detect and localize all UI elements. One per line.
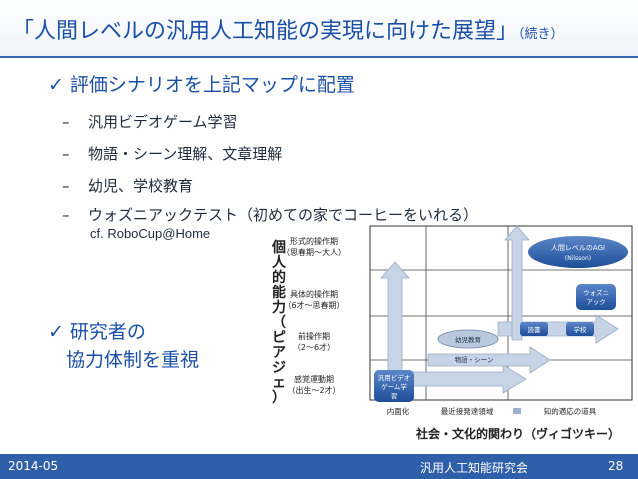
footer: 2014-05 汎用人工知能研究会 28 <box>0 454 638 479</box>
infant-education-oval <box>437 329 499 349</box>
y-axis-title-char: 人 <box>272 254 287 271</box>
subitem-video-game: –汎用ビデオゲーム学習 <box>62 111 238 132</box>
subitem-text: 汎用ビデオゲーム学習 <box>88 113 238 131</box>
school-box <box>566 322 594 336</box>
y-level-sensorimotor-2: （出生〜2才） <box>287 385 340 395</box>
agi-label-2: (Nilsson) <box>565 255 591 262</box>
title-suffix: （続き） <box>518 27 564 42</box>
check-icon: ✓ <box>48 74 64 96</box>
video-game-label-2: ゲーム学 <box>381 382 407 391</box>
wozniak-label-2: アック <box>586 298 606 306</box>
y-axis-title-char: ピ <box>272 330 286 346</box>
arrow-up-left <box>380 261 410 373</box>
y-axis-title-char: ジ <box>272 360 286 376</box>
title-bar: 「人間レベルの汎用人工知能の実現に向けた展望」（続き） <box>0 0 638 58</box>
subitem-text: ウォズニアックテスト（初めての家でコーヒーをいれる） <box>88 206 479 224</box>
tools-legend-swatch <box>513 408 521 414</box>
dash-icon: – <box>62 113 70 131</box>
x-level-zpd: 最近接発達領域 <box>441 406 494 416</box>
footer-org: 汎用人工知能研究会 <box>420 461 529 475</box>
dash-icon: – <box>62 145 70 163</box>
y-axis-title: 個人的能力（ピアジェ） <box>271 239 287 406</box>
infant-education-label: 幼児教育 <box>455 335 482 344</box>
bullet-collaboration: ✓研究者の 協力体制を重視 <box>48 318 199 374</box>
y-level-sensorimotor-1: 感覚運動期 <box>294 374 334 384</box>
y-level-preop-2: （2〜6才） <box>293 342 335 352</box>
dash-icon: – <box>62 177 70 195</box>
y-axis-title-char: 個 <box>271 239 286 256</box>
subitem-text: 物語・シーン理解、文章理解 <box>88 145 283 163</box>
slide-title: 「人間レベルの汎用人工知能の実現に向けた展望」（続き） <box>12 13 564 45</box>
y-axis-title-char: ） <box>272 390 286 406</box>
bullet-collaboration-line1: 研究者の <box>69 321 146 343</box>
reading-box <box>520 322 548 336</box>
bullet-evaluation-text: 評価シナリオを上記マップに配置 <box>69 74 355 96</box>
video-game-label-1: 汎用ビデオ <box>378 373 411 382</box>
robocup-note: cf. RoboCup@Home <box>90 226 211 241</box>
x-level-tools: 知的適応の道具 <box>544 406 597 416</box>
school-label: 学校 <box>574 325 588 334</box>
subitem-wozniak: –ウォズニアックテスト（初めての家でコーヒーをいれる） <box>62 204 478 225</box>
bullet-evaluation: ✓評価シナリオを上記マップに配置 <box>48 70 355 97</box>
dash-icon: – <box>62 206 70 224</box>
footer-date: 2014-05 <box>8 459 59 473</box>
development-map-diagram: 個人的能力（ピアジェ） 形式的操作期 （思春期〜大人） 具体的操作期 （6才〜思… <box>271 225 633 441</box>
wozniak-box <box>576 284 616 310</box>
video-game-label-3: 習 <box>391 392 398 400</box>
y-level-concrete-2: （6才〜思春期） <box>283 300 344 310</box>
subitem-story: –物語・シーン理解、文章理解 <box>62 143 282 164</box>
reading-label: 読書 <box>528 325 542 334</box>
y-axis-title-char: ア <box>272 345 286 361</box>
title-main: 「人間レベルの汎用人工知能の実現に向けた展望」 <box>12 19 519 44</box>
agi-label-1: 人間レベルのAGI <box>551 244 605 252</box>
y-level-preop-1: 前操作期 <box>298 331 330 341</box>
subitem-text: 幼児、学校教育 <box>88 177 194 195</box>
video-game-box <box>374 370 414 402</box>
y-level-formal-1: 形式的操作期 <box>290 236 338 246</box>
svg-text:個人的能力（ピアジェ）: 個人的能力（ピアジェ） <box>271 239 287 406</box>
arrow-preop <box>427 346 551 374</box>
bullet-collaboration-line2: 協力体制を重視 <box>66 349 200 371</box>
check-icon: ✓ <box>48 321 64 343</box>
y-axis-title-char: 的 <box>272 269 286 286</box>
subitem-school: –幼児、学校教育 <box>62 175 193 196</box>
y-level-formal-2: （思春期〜大人） <box>282 247 346 257</box>
y-axis-title-char: 能 <box>272 284 286 301</box>
y-axis-title-char: 力 <box>272 299 286 316</box>
story-label: 物語・シーン <box>455 355 494 364</box>
y-axis-title-char: ェ <box>272 375 286 391</box>
y-axis-title-char: （ <box>272 315 286 331</box>
x-level-internalization: 内面化 <box>387 406 410 416</box>
wozniak-label-1: ウォズニ <box>583 288 609 297</box>
page-number: 28 <box>608 459 624 473</box>
x-axis-title: 社会・文化的関わり（ヴィゴツキー） <box>415 426 620 441</box>
y-level-concrete-1: 具体的操作期 <box>290 289 338 299</box>
agi-bubble <box>528 236 628 268</box>
